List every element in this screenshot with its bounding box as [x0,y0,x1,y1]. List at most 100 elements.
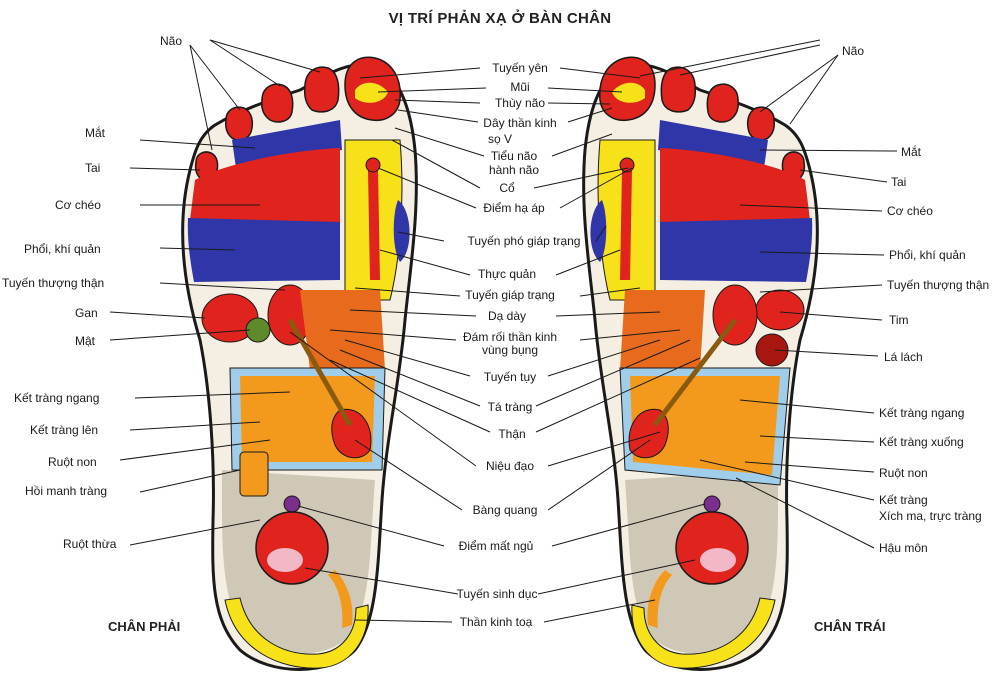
label-da-day: Dạ dày [487,309,527,323]
leader-line [547,431,661,467]
label-xich-ma: Xích ma, trực tràng [879,509,982,523]
leader-line [759,435,875,443]
leader-line [559,167,633,209]
label-mat-eye-left: Mắt [85,126,106,140]
label-tuyen-pho-giap: Tuyến phó giáp trạng [467,234,581,248]
leader-line [774,349,879,357]
left-heart [755,289,805,331]
right-ileocecal [239,451,269,497]
right-toe-3 [261,83,294,123]
leader-line [639,39,821,77]
label-thuc-quan: Thực quản [477,267,537,281]
leader-line [129,421,261,431]
right-insomnia-point [283,495,301,513]
leader-line [551,503,706,547]
leader-line [189,44,213,151]
leader-line [679,44,821,76]
leader-line [209,39,281,87]
label-tuyen-giap: Tuyến giáp trạng [465,288,555,302]
label-hanh-nao: hành não [488,163,540,177]
label-ket-trang-ngang-right: Kết tràng ngang [879,406,965,420]
left-toe-3 [706,83,739,123]
leader-line [209,39,321,73]
label-co: Cổ [499,181,515,195]
right-bladder [331,408,372,459]
label-phoi-left: Phổi, khí quản [24,242,101,256]
leader-line [329,359,491,433]
right-stomach-zone [300,290,385,370]
left-adrenal-kidney [712,284,758,346]
leader-line [377,87,487,93]
label-so-v: sọ V [487,132,513,146]
label-tuyen-thuong-than-right: Tuyến thượng thận [887,278,990,292]
label-dam-roi: Đám rối thần kinh [462,330,558,344]
leader-line [579,329,681,341]
leader-line [555,249,621,276]
left-lung-band [660,218,813,282]
label-than-kinh-toa: Thần kinh toạ [459,615,533,629]
label-nao-left: Não [160,34,183,48]
leader-line [547,87,623,93]
label-vung-bung: vùng bụng [481,343,539,357]
left-hypotension-point [619,157,635,173]
leader-line [543,599,656,623]
label-co-cheo-right: Cơ chéo [887,204,933,218]
leader-line [109,329,251,341]
leader-line [744,461,875,473]
leader-line [799,169,888,183]
leader-line [759,284,883,293]
label-hoi-manh-trang: Hồi manh tràng [25,484,108,498]
leader-line [289,331,477,467]
leader-line [535,357,701,433]
leader-line [377,167,477,209]
right-foot [181,56,418,671]
leader-line [354,619,453,623]
right-sciatic-band [224,597,369,669]
left-shoulder-zone [660,148,810,225]
leader-line [579,287,641,297]
left-toe-2 [660,66,697,113]
leader-line [533,167,629,189]
right-heel-orange-mark [328,570,353,628]
label-nao-right: Não [842,44,865,58]
label-ket-trang-xuong: Kết tràng xuống [879,435,964,449]
label-diem-ha-ap: Điểm hạ áp [483,201,545,215]
right-hypotension-point [365,157,381,173]
leader-line [349,309,477,317]
left-genital-inner [700,548,736,572]
leader-line [391,139,481,189]
label-thuy-nao: Thùy não [494,96,546,110]
left-genital-gland [675,511,749,585]
label-tuyen-tuy: Tuyến tụy [483,370,537,384]
right-eye-ear-band [232,120,342,168]
left-eye-ear-band [658,120,768,168]
leader-line [555,311,661,317]
label-tuyen-sinh-duc: Tuyến sinh dục [456,587,538,601]
label-co-cheo-left: Cơ chéo [55,198,101,212]
leader-line [354,287,461,297]
right-toe-4 [225,106,254,141]
leader-line [189,44,241,111]
leader-line [779,311,883,321]
label-day-than-kinh: Dây thần kinh [483,116,557,130]
left-esophagus-strip [620,170,632,280]
label-than: Thận [498,427,526,441]
right-shoulder-zone [190,148,340,225]
leader-line [139,139,256,149]
leader-line [397,109,479,123]
right-ureter [287,318,353,427]
label-tuyen-yen: Tuyến yên [492,61,548,75]
left-spleen [755,333,789,367]
leader-line [699,459,875,501]
leader-line [535,339,691,407]
leader-line [595,225,607,242]
leader-line [394,99,481,104]
right-genital-inner [267,548,303,572]
left-stomach-zone [620,290,705,370]
right-lung-band [187,218,340,282]
label-mat-eye-right: Mắt [901,145,922,159]
left-heel-orange-mark [647,570,672,628]
leader-lines [109,39,898,623]
right-parathyroid [393,200,410,262]
leader-line [344,339,471,377]
